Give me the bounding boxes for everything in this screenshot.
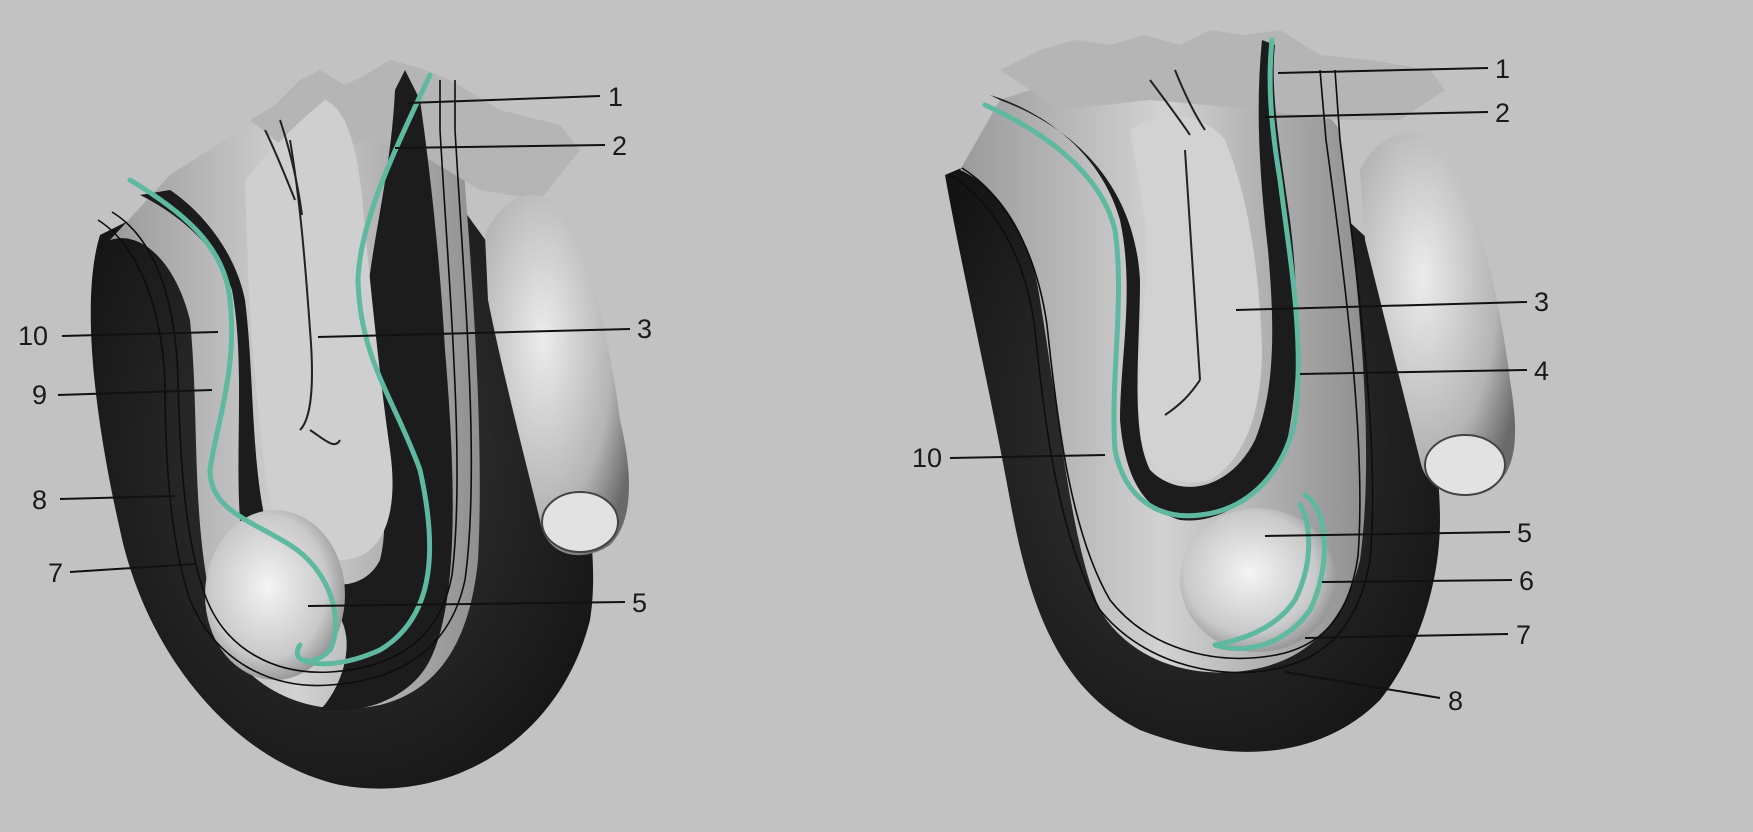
right-abdominal-top	[1000, 30, 1445, 120]
left-label-3: 3	[637, 314, 652, 344]
left-label-1: 1	[608, 82, 623, 112]
left-label-8: 8	[32, 485, 47, 515]
right-label-5: 5	[1517, 518, 1532, 548]
left-label-2: 2	[612, 131, 627, 161]
right-label-10: 10	[912, 443, 942, 473]
right-label-2: 2	[1495, 98, 1510, 128]
right-label-7: 7	[1516, 620, 1531, 650]
left-label-9: 9	[32, 380, 47, 410]
left-label-10: 10	[18, 321, 48, 351]
right-label-6: 6	[1519, 566, 1534, 596]
right-label-4: 4	[1534, 356, 1549, 386]
right-label-8: 8	[1448, 686, 1463, 716]
left-illustration	[91, 60, 629, 789]
right-label-1: 1	[1495, 54, 1510, 84]
right-illustration	[945, 30, 1515, 752]
left-label-7: 7	[48, 558, 63, 588]
right-glans	[1425, 435, 1505, 495]
left-glans	[542, 492, 618, 552]
right-label-3: 3	[1534, 287, 1549, 317]
left-label-5: 5	[632, 588, 647, 618]
